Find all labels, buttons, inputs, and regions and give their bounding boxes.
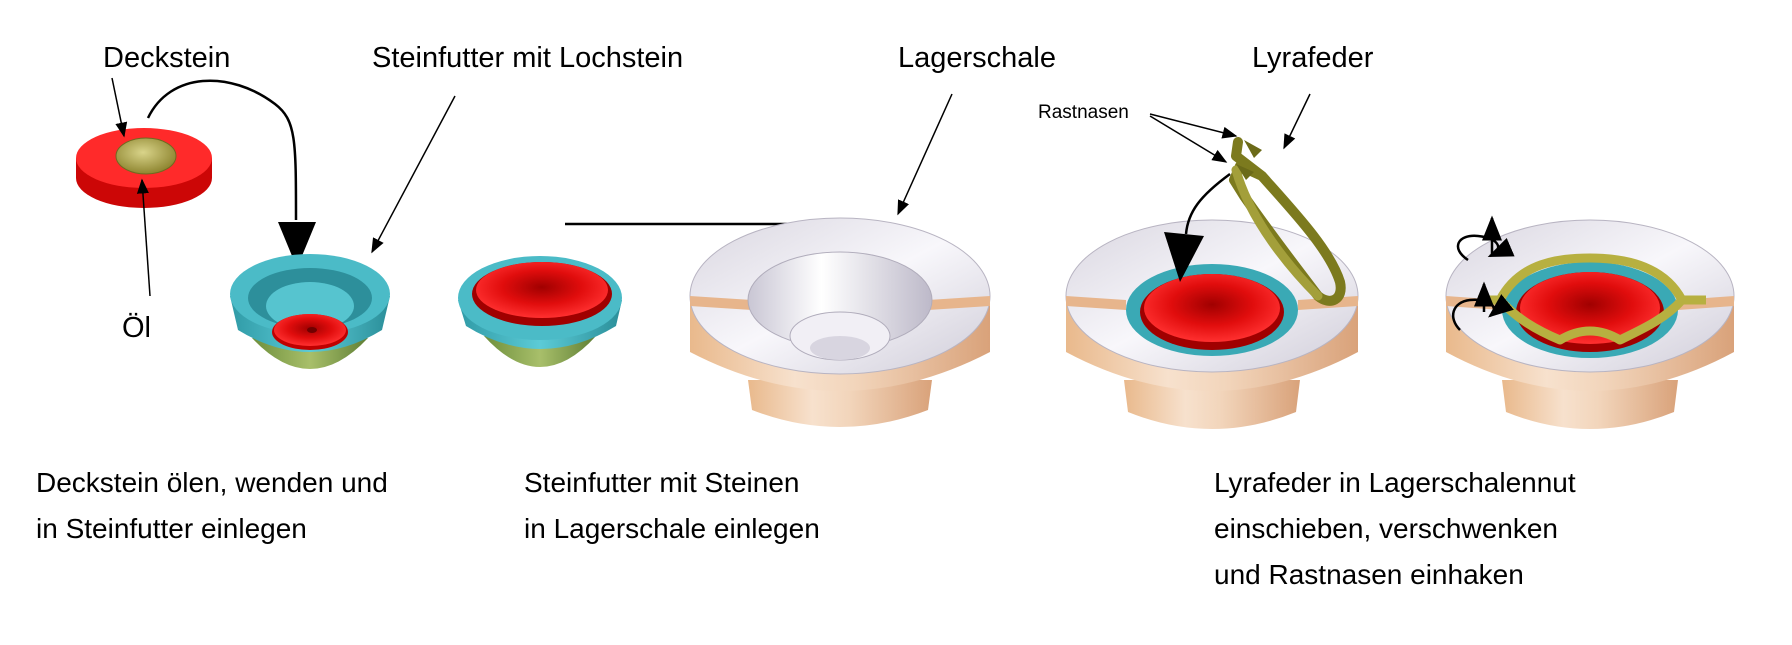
leader-lyrafeder <box>1283 93 1311 150</box>
caption-step-2: Steinfutter mit Steinen in Lagerschale e… <box>524 460 820 552</box>
caption-step-1: Deckstein ölen, wenden und in Steinfutte… <box>36 460 388 552</box>
spring-insert-arrow <box>1184 172 1231 235</box>
caption-step-2-line-1: Steinfutter mit Steinen <box>524 467 800 498</box>
label-steinfutter-lochstein: Steinfutter mit Lochstein <box>372 42 684 74</box>
swivel-arrow-top <box>1456 234 1515 262</box>
caption-step-3-line-2: einschieben, verschwenken <box>1214 513 1558 544</box>
label-lyrafeder: Lyrafeder <box>1252 42 1374 74</box>
caption-step-3: Lyrafeder in Lagerschalennut einschieben… <box>1214 460 1576 598</box>
caption-step-2-line-2: in Lagerschale einlegen <box>524 513 820 544</box>
steinfutter-lochstein-part <box>230 254 390 369</box>
caption-step-1-line-1: Deckstein ölen, wenden und <box>36 467 388 498</box>
deckstein-part <box>76 128 212 208</box>
label-deckstein: Deckstein <box>103 42 231 74</box>
oil-drop <box>115 137 177 175</box>
caption-step-1-line-2: in Steinfutter einlegen <box>36 513 307 544</box>
label-oel: Öl <box>122 312 151 344</box>
caption-step-3-line-1: Lyrafeder in Lagerschalennut <box>1214 467 1576 498</box>
steinfutter-steine-part <box>458 256 622 367</box>
leader-lagerschale <box>897 93 953 216</box>
leader-rastnasen-2 <box>1149 115 1228 163</box>
leader-steinfutter <box>371 95 456 254</box>
lagerschale-assembled-part <box>1065 219 1359 429</box>
leader-rastnasen-1 <box>1149 113 1238 139</box>
lagerschale-part <box>689 217 991 427</box>
leader-deckstein <box>111 77 128 138</box>
final-assembly-part <box>1445 219 1735 429</box>
swivel-arrow-bottom <box>1451 294 1514 331</box>
lyrafeder-part <box>1229 137 1346 306</box>
caption-step-3-line-3: und Rastnasen einhaken <box>1214 559 1524 590</box>
leader-oel <box>136 178 151 297</box>
flip-arrow <box>146 79 298 221</box>
label-rastnasen: Rastnasen <box>1038 102 1129 123</box>
label-lagerschale: Lagerschale <box>898 42 1056 74</box>
